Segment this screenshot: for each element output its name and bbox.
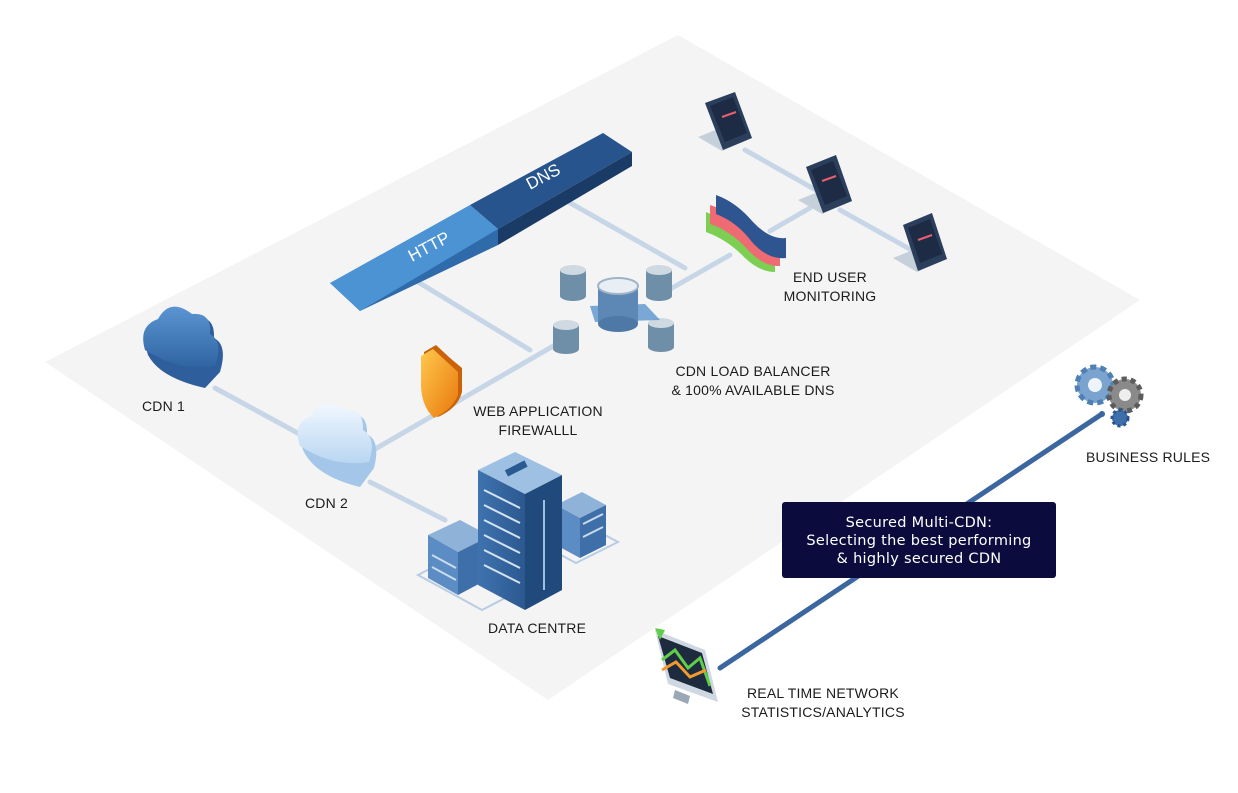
load-balancer-label: CDN LOAD BALANCER & 100% AVAILABLE DNS (663, 362, 843, 400)
shield-icon (420, 345, 462, 418)
analytics-label-line-1: REAL TIME NETWORK (747, 685, 899, 701)
monitoring-wave-icon (706, 195, 786, 272)
platform (45, 35, 1140, 700)
business-rules-label: BUSINESS RULES (1086, 449, 1211, 465)
server-tower (478, 452, 562, 610)
eum-label-line-2: MONITORING (783, 288, 877, 304)
cdn1-cloud-icon (143, 306, 223, 388)
callout-line-2: Selecting the best performing (806, 533, 1032, 549)
load-balancer-icon (553, 265, 674, 354)
database-small-3 (553, 320, 579, 354)
server-rack-right (556, 492, 606, 558)
dns-segment (470, 133, 632, 229)
trunk-end-dot (1099, 411, 1105, 417)
network-links (212, 147, 918, 523)
data-centre-icon (415, 452, 621, 612)
laptop-icon-2 (798, 155, 852, 214)
callout-line-3: & highly secured CDN (836, 551, 1002, 567)
laptop-icon-3 (893, 213, 947, 272)
laptop-icon-1 (698, 92, 752, 151)
database-small-4 (648, 318, 674, 352)
protocol-bar: HTTP DNS (330, 133, 632, 311)
analytics-monitor-icon (655, 628, 718, 704)
waf-label-line-2: FIREWALLL (498, 422, 578, 438)
cdn2-label: CDN 2 (305, 495, 349, 511)
http-segment (330, 205, 498, 311)
database-small-1 (560, 265, 586, 301)
secured-multi-cdn-callout: Secured Multi-CDN: Selecting the best pe… (782, 502, 1056, 578)
load-balancer-label-line-2: & 100% AVAILABLE DNS (671, 382, 835, 398)
data-centre-label: DATA CENTRE (488, 620, 587, 636)
cdn2-cloud-icon (297, 403, 377, 487)
analytics-label: REAL TIME NETWORK STATISTICS/ANALYTICS (735, 684, 911, 722)
database-main (597, 277, 639, 332)
waf-label: WEB APPLICATION FIREWALLL (468, 402, 608, 440)
end-user-monitoring-label: END USER MONITORING (778, 268, 882, 306)
analytics-label-line-2: STATISTICS/ANALYTICS (741, 704, 905, 720)
callout-line-1: Secured Multi-CDN: (845, 515, 993, 531)
cdn1-label: CDN 1 (142, 398, 186, 414)
waf-label-line-1: WEB APPLICATION (473, 403, 603, 419)
gears-icon (1074, 364, 1144, 428)
database-small-2 (646, 265, 672, 301)
load-balancer-label-line-1: CDN LOAD BALANCER (675, 363, 831, 379)
eum-label-line-1: END USER (793, 269, 867, 285)
